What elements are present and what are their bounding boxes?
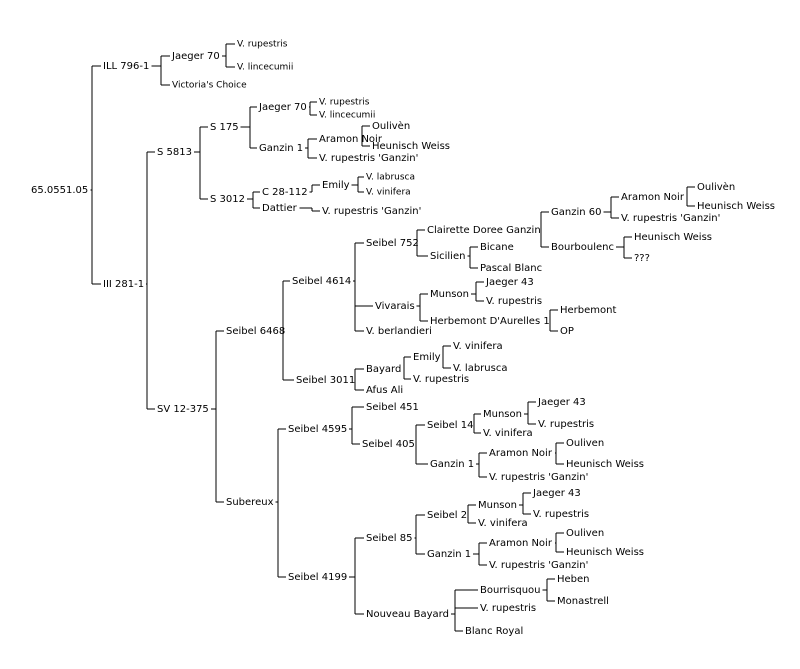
node-v-rupestris: V. rupestris [486, 296, 542, 307]
node-ganzin-60: Ganzin 60 [551, 207, 601, 218]
node-ouliv-n: Oulivèn [372, 120, 410, 132]
node-blanc-royal: Blanc Royal [465, 626, 523, 637]
node-jaeger-43: Jaeger 43 [485, 277, 534, 288]
node-s-175: S 175 [210, 122, 239, 133]
node-seibel-3011: Seibel 3011 [296, 375, 355, 386]
node-jaeger-70: Jaeger 70 [258, 102, 307, 113]
node-nouveau-bayard: Nouveau Bayard [366, 609, 449, 620]
node-v-lincecumii: V. lincecumii [237, 63, 293, 73]
node-op: OP [560, 326, 574, 337]
node-aramon-noir: Aramon Noir [489, 448, 553, 459]
node-v-rupestris: V. rupestris [413, 374, 469, 385]
node-heunisch-weiss: Heunisch Weiss [372, 141, 450, 152]
node-seibel-752: Seibel 752 [366, 238, 419, 249]
node-heunisch-weiss: Heunisch Weiss [697, 201, 775, 212]
node-seibel-405: Seibel 405 [362, 439, 415, 450]
node-subereux: Subereux [226, 497, 274, 508]
node-bicane: Bicane [480, 242, 514, 253]
node-bourrisquou: Bourrisquou [480, 585, 541, 596]
node-: ??? [634, 253, 650, 264]
node-c-28-112: C 28-112 [262, 187, 308, 198]
node-vivarais: Vivarais [375, 301, 415, 312]
node-aramon-noir: Aramon Noir [489, 538, 553, 549]
node-v-berlandieri: V. berlandieri [366, 326, 432, 337]
node-seibel-14: Seibel 14 [427, 420, 473, 431]
node-jaeger-70: Jaeger 70 [171, 51, 220, 62]
node-dattier: Dattier [262, 203, 298, 214]
node-v-rupestris: V. rupestris [319, 98, 370, 108]
node-pascal-blanc: Pascal Blanc [480, 263, 542, 274]
node-bayard: Bayard [366, 364, 401, 375]
node-munson: Munson [478, 500, 517, 511]
node-aramon-noir: Aramon Noir [319, 134, 383, 145]
node-v-rupestris: V. rupestris [480, 603, 536, 614]
node-herbemont: Herbemont [560, 305, 616, 316]
node-v-rupestris-ganzin: V. rupestris 'Ganzin' [489, 560, 588, 571]
node-seibel-2: Seibel 2 [427, 510, 467, 521]
node-monastrell: Monastrell [557, 596, 609, 607]
node-seibel-451: Seibel 451 [366, 402, 419, 413]
node-v-rupestris: V. rupestris [533, 509, 589, 520]
node-v-vinifera: V. vinifera [366, 188, 411, 198]
node-iii-281-1: III 281-1 [103, 279, 144, 290]
connector-lines [90, 43, 695, 632]
node-clairette-doree-ganzin: Clairette Doree Ganzin [427, 225, 541, 236]
node-v-vinifera: V. vinifera [483, 428, 533, 439]
node-seibel-4199: Seibel 4199 [288, 572, 347, 583]
node-aramon-noir: Aramon Noir [621, 192, 685, 203]
node-ganzin-1: Ganzin 1 [430, 459, 474, 470]
node-v-vinifera: V. vinifera [478, 518, 528, 529]
node-seibel-85: Seibel 85 [366, 533, 412, 544]
node-heunisch-weiss: Heunisch Weiss [634, 232, 712, 243]
node-65-0551-05: 65.0551.05 [31, 185, 88, 196]
node-seibel-4595: Seibel 4595 [288, 424, 347, 435]
node-jaeger-43: Jaeger 43 [537, 397, 586, 408]
node-s-5813: S 5813 [157, 147, 192, 158]
node-ouliven: Ouliven [566, 438, 604, 449]
node-v-rupestris-ganzin: V. rupestris 'Ganzin' [489, 472, 588, 483]
node-s-3012: S 3012 [210, 194, 245, 205]
node-ill-796-1: ILL 796-1 [103, 61, 149, 72]
node-ouliven: Ouliven [566, 528, 604, 539]
node-v-rupestris-ganzin: V. rupestris 'Ganzin' [621, 213, 720, 224]
node-seibel-4614: Seibel 4614 [292, 276, 351, 287]
node-emily: Emily [413, 352, 441, 363]
node-herbemont-d-aurelles-1: Herbemont D'Aurelles 1 [430, 316, 550, 327]
node-ouliv-n: Oulivèn [697, 181, 735, 193]
node-bourboulenc: Bourboulenc [551, 242, 614, 253]
node-v-rupestris: V. rupestris [237, 40, 288, 50]
node-afus-ali: Afus Ali [366, 385, 403, 396]
node-v-lincecumii: V. lincecumii [319, 111, 375, 121]
node-v-rupestris-ganzin: V. rupestris 'Ganzin' [322, 206, 421, 217]
node-ganzin-1: Ganzin 1 [259, 143, 303, 154]
node-ganzin-1: Ganzin 1 [427, 549, 471, 560]
node-v-vinifera: V. vinifera [453, 341, 503, 352]
node-seibel-6468: Seibel 6468 [226, 326, 285, 337]
node-munson: Munson [430, 289, 469, 300]
node-v-rupestris: V. rupestris [538, 419, 594, 430]
node-heben: Heben [557, 574, 590, 585]
node-heunisch-weiss: Heunisch Weiss [566, 459, 644, 470]
node-sv-12-375: SV 12-375 [157, 404, 209, 415]
node-munson: Munson [483, 409, 522, 420]
node-v-rupestris-ganzin: V. rupestris 'Ganzin' [319, 153, 418, 164]
node-heunisch-weiss: Heunisch Weiss [566, 547, 644, 558]
node-v-labrusca: V. labrusca [366, 173, 415, 183]
node-victoria-s-choice: Victoria's Choice [172, 81, 247, 91]
node-sicilien: Sicilien [430, 251, 465, 262]
node-v-labrusca: V. labrusca [453, 363, 507, 374]
node-emily: Emily [322, 180, 350, 191]
node-jaeger-43: Jaeger 43 [532, 488, 581, 499]
